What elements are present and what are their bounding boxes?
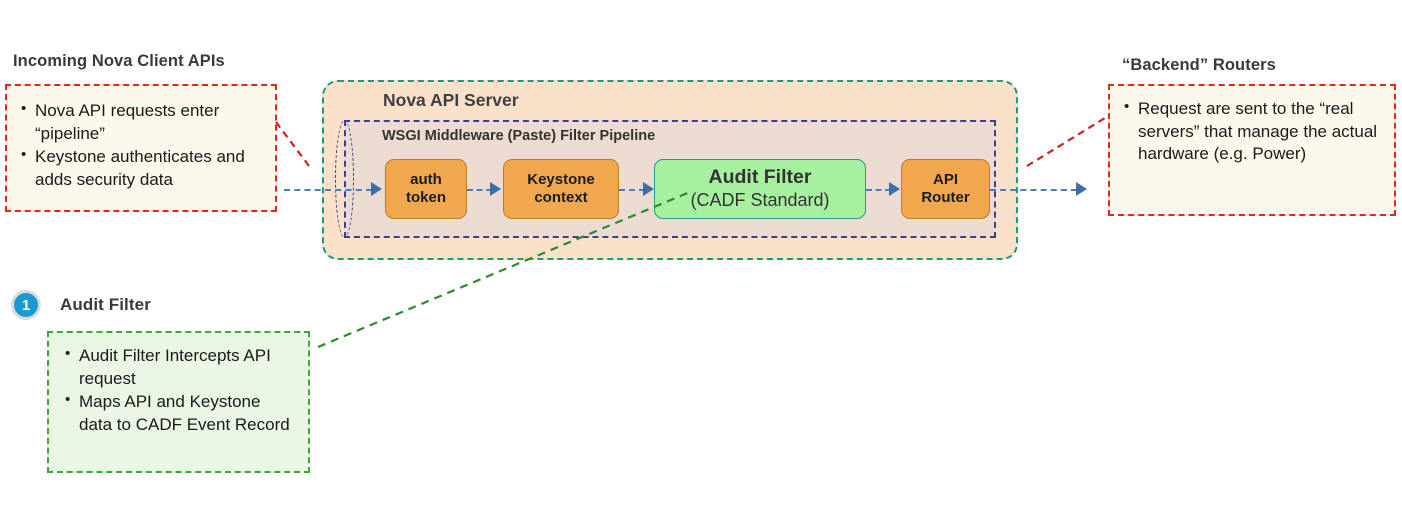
callout-box: Audit Filter Intercepts API request Maps… <box>47 331 310 473</box>
flow-arrow-entry-head <box>371 182 382 196</box>
callout-heading: Audit Filter <box>60 295 151 314</box>
right-panel-box: Request are sent to the “real servers” t… <box>1108 84 1396 216</box>
wsgi-pipeline-title: WSGI Middleware (Paste) Filter Pipeline <box>382 128 656 144</box>
stage-label-line2: token <box>405 189 446 206</box>
stage-label-line1: Audit Filter <box>708 166 812 189</box>
right-panel-heading: “Backend” Routers <box>1122 56 1276 74</box>
stage-label-line1: API <box>932 170 958 188</box>
stage-label-line1: auth <box>410 170 442 188</box>
stage-label-line2: context <box>534 189 588 206</box>
pipeline-loopback-ellipse <box>335 120 354 238</box>
list-item: Request are sent to the “real servers” t… <box>1122 97 1382 166</box>
stage-label-line2: (CADF Standard) <box>690 189 830 210</box>
stage-label-line2: Router <box>921 189 970 206</box>
left-panel-heading: Incoming Nova Client APIs <box>13 52 225 70</box>
stage-auth-token[interactable]: auth token <box>385 159 467 219</box>
list-item: Nova API requests enter “pipeline” <box>19 99 265 145</box>
nova-api-server-title: Nova API Server <box>383 90 519 110</box>
connector-right-red <box>1026 117 1106 167</box>
stage-keystone-context[interactable]: Keystone context <box>503 159 619 219</box>
left-panel-box: Nova API requests enter “pipeline” Keyst… <box>5 84 277 212</box>
stage-api-router[interactable]: API Router <box>901 159 990 219</box>
callout-number-badge: 1 <box>11 290 41 320</box>
list-item: Keystone authenticates and adds security… <box>19 145 265 191</box>
flow-arrow-audit-to-router-line <box>866 189 891 191</box>
stage-label-line1: Keystone <box>527 170 595 188</box>
flow-arrow-keystone-to-audit-head <box>643 182 654 196</box>
flow-arrow-auth-to-keystone-head <box>490 182 501 196</box>
flow-arrow-auth-to-keystone-line <box>467 189 492 191</box>
flow-arrow-exit-line <box>990 189 1077 191</box>
list-item: Maps API and Keystone data to CADF Event… <box>63 390 298 436</box>
flow-arrow-entry-line <box>284 189 372 191</box>
flow-arrow-keystone-to-audit-line <box>619 189 645 191</box>
flow-arrow-audit-to-router-head <box>889 182 900 196</box>
connector-left-red <box>275 121 313 171</box>
stage-audit-filter[interactable]: Audit Filter (CADF Standard) <box>654 159 866 219</box>
list-item: Audit Filter Intercepts API request <box>63 344 298 390</box>
flow-arrow-exit-head <box>1076 182 1087 196</box>
